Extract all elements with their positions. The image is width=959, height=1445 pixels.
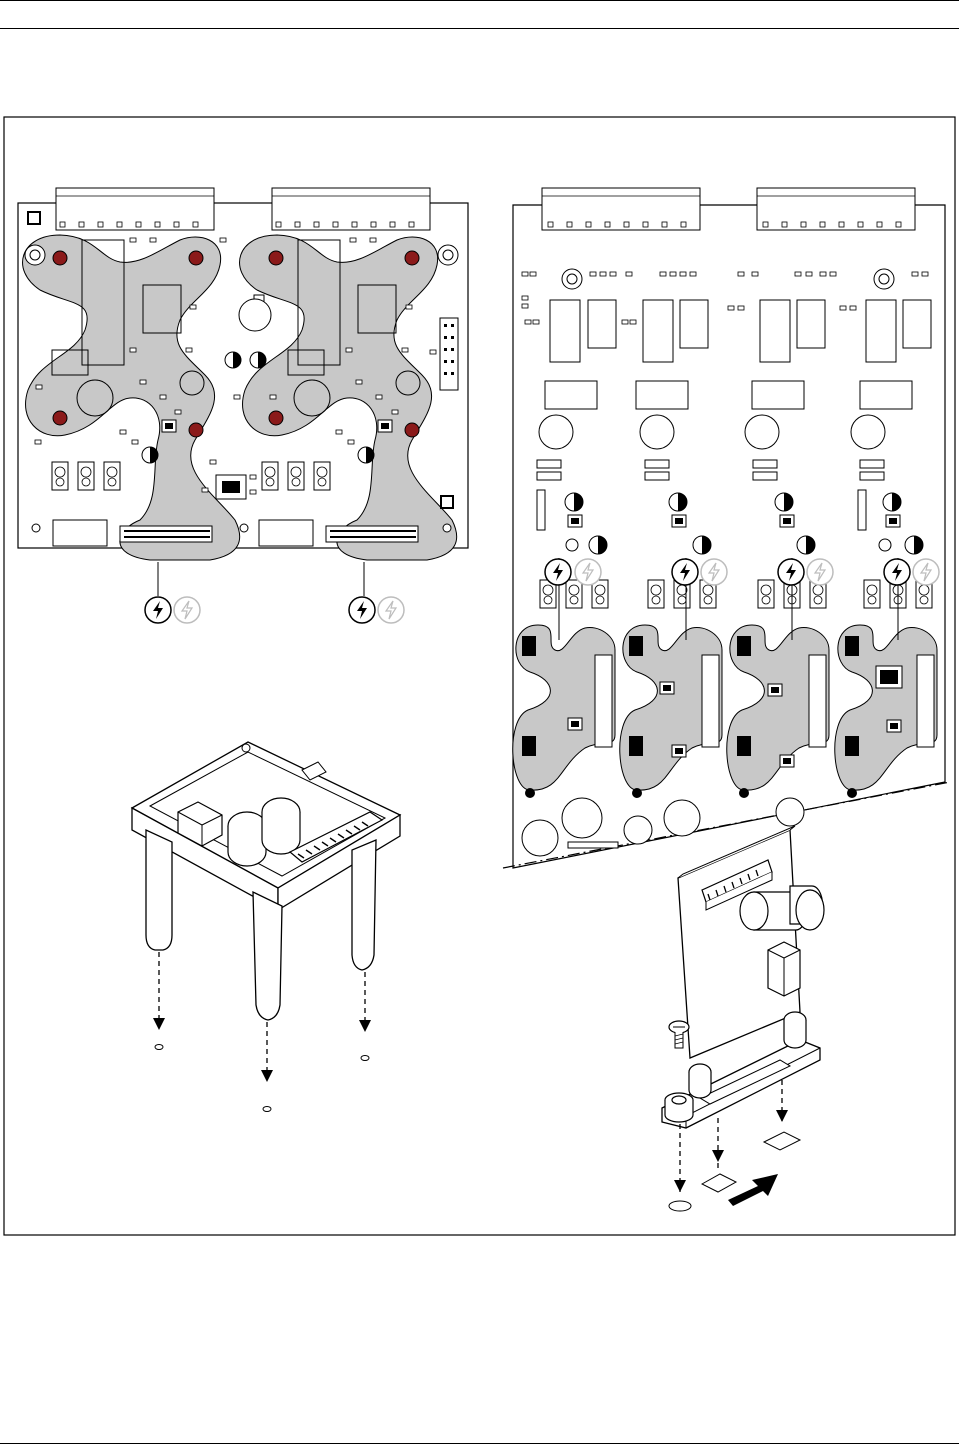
right-module-illustration xyxy=(662,826,824,1211)
lightning-bolt-icon-muted xyxy=(174,597,200,623)
lightning-bolt-icon-muted xyxy=(701,559,727,585)
lightning-bolt-icon-muted xyxy=(378,597,404,623)
terminal-block-2 xyxy=(272,188,430,230)
terminal-block-1 xyxy=(56,188,214,230)
slide-direction-arrow-icon xyxy=(728,1174,778,1206)
lightning-bolt-icon xyxy=(778,559,804,585)
lightning-bolt-icon xyxy=(145,597,171,623)
lightning-bolt-icon xyxy=(884,559,910,585)
right-board xyxy=(503,188,950,868)
screw-icon xyxy=(669,1021,689,1048)
lightning-bolt-icon xyxy=(545,559,571,585)
left-board xyxy=(18,188,468,623)
lightning-bolt-icon-muted xyxy=(913,559,939,585)
lightning-bolt-icon-muted xyxy=(575,559,601,585)
lightning-bolt-icon xyxy=(672,559,698,585)
insert-arrow-icon xyxy=(153,1018,371,1082)
left-module-illustration xyxy=(132,742,400,1112)
lightning-bolt-icon-muted xyxy=(807,559,833,585)
lightning-bolt-icon xyxy=(349,597,375,623)
